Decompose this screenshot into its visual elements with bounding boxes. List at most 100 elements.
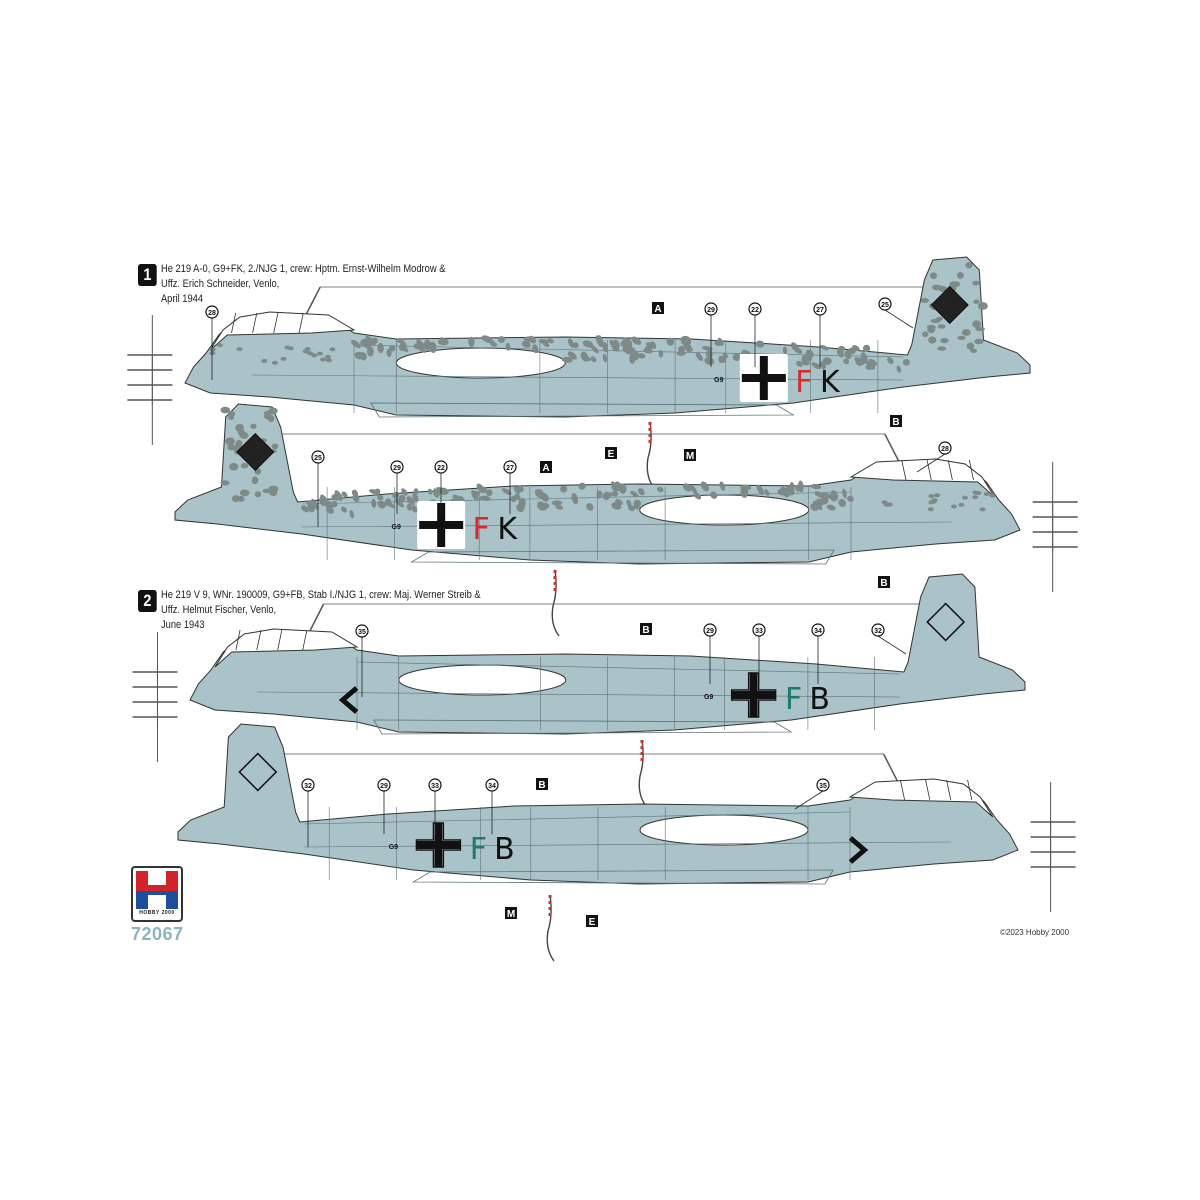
callout-number: 22 (437, 465, 445, 472)
color-label-box (652, 302, 664, 314)
callout-circle (748, 302, 762, 316)
canopy-frame (256, 629, 262, 651)
mottle-spot (580, 351, 589, 362)
canopy-frame (231, 312, 237, 334)
mottle-spot (271, 360, 278, 365)
tail-antenna (638, 739, 647, 807)
mottle-spot (977, 302, 988, 310)
mottle-spot (427, 488, 433, 495)
color-label-box (890, 415, 902, 427)
mottle-spot (972, 490, 979, 495)
fin-diamond-marking (236, 432, 275, 472)
mottle-spot (532, 344, 539, 354)
color-label-box (540, 461, 552, 473)
mottle-spot (796, 360, 803, 367)
mottle-spot (764, 489, 770, 496)
mottle-spot (602, 345, 609, 353)
mottle-spot (209, 347, 216, 352)
mottle-spot (719, 481, 726, 491)
mottle-spot (962, 495, 969, 500)
mottle-spot (578, 482, 586, 490)
mottle-spot (631, 336, 642, 345)
callout-circle (703, 623, 717, 637)
copyright: ©2023 Hobby 2000 (1000, 928, 1070, 937)
panel-line (301, 521, 953, 528)
mottle-spot (972, 320, 982, 329)
mottle-spot (896, 365, 902, 373)
mottle-spot (961, 329, 971, 336)
callout-number: 33 (431, 783, 439, 790)
mottle-spot (551, 500, 563, 506)
mottle-spot (586, 503, 594, 511)
mottle-spot (801, 357, 809, 366)
mottle-spot (351, 489, 359, 497)
mottle-spot (505, 342, 511, 351)
mottle-spot (521, 341, 531, 348)
mottle-spot (611, 345, 620, 352)
mottle-spot (329, 347, 336, 352)
mottle-spot (611, 502, 622, 510)
mottle-spot (965, 262, 973, 269)
mottle-spot (498, 336, 505, 343)
panel-line (303, 841, 951, 848)
mottle-spot (930, 272, 938, 279)
callout-number: 34 (488, 783, 496, 790)
callout-circle (390, 460, 404, 474)
mottle-spot (513, 486, 520, 495)
mottle-spot (468, 336, 475, 348)
mottle-spot (611, 490, 619, 497)
profile-1-caption: 1 He 219 A-0, G9+FK, 2./NJG 1, crew: Hpt… (138, 262, 445, 307)
mottle-spot (932, 284, 942, 291)
mottle-spot (777, 488, 787, 496)
mottle-spot (842, 488, 847, 499)
callout-circle (301, 778, 315, 792)
engine-nacelle (372, 719, 793, 735)
color-label: B (642, 625, 649, 636)
color-label: B (880, 578, 887, 589)
canopy-frame (298, 312, 304, 334)
caption-line: He 219 A-0, G9+FK, 2./NJG 1, crew: Hptm.… (160, 263, 446, 275)
mottle-spot (822, 357, 832, 365)
profile-number-badge: 2 (138, 590, 157, 612)
mottle-spot (377, 343, 384, 354)
mottle-spot (386, 348, 392, 357)
color-label: A (654, 304, 661, 315)
mottle-spot (714, 340, 722, 346)
color-label-box (684, 449, 696, 461)
canopy (849, 458, 996, 498)
callout-number: 29 (393, 465, 401, 472)
mottle-spot (269, 488, 278, 496)
mottle-spot (311, 498, 319, 510)
mottle-spot (349, 509, 355, 519)
mottle-spot (319, 495, 327, 506)
mottle-spot (701, 345, 713, 351)
mottle-spot (836, 348, 844, 358)
mottle-spot (225, 437, 235, 446)
callout-circle (704, 302, 718, 316)
mottle-spot (618, 483, 627, 494)
callout-circle (377, 778, 391, 792)
mottle-spot (732, 353, 741, 361)
fin-diamond-marking (926, 602, 966, 642)
callout-number: 29 (707, 307, 715, 314)
logo-brand: HOBBY 2000 (139, 910, 175, 916)
caption-line: Uffz. Helmut Fischer, Venlo, (160, 604, 277, 616)
mottle-spot (847, 495, 854, 502)
mottle-spot (785, 489, 793, 496)
canopy (214, 628, 359, 668)
mottle-spot (811, 362, 821, 370)
mottle-spot (689, 484, 698, 494)
mottle-spot (437, 338, 449, 346)
color-label: M (507, 909, 515, 920)
callout-number: 29 (380, 783, 388, 790)
mottle-spot (471, 490, 481, 496)
mottle-spot (868, 358, 878, 366)
mottle-spot (666, 337, 675, 346)
mottle-spot (423, 339, 432, 351)
mottle-spot (220, 406, 231, 414)
mottle-spot (481, 335, 493, 343)
mottle-spot (250, 423, 257, 429)
mottle-spot (973, 299, 980, 304)
mottle-spot (301, 505, 309, 513)
